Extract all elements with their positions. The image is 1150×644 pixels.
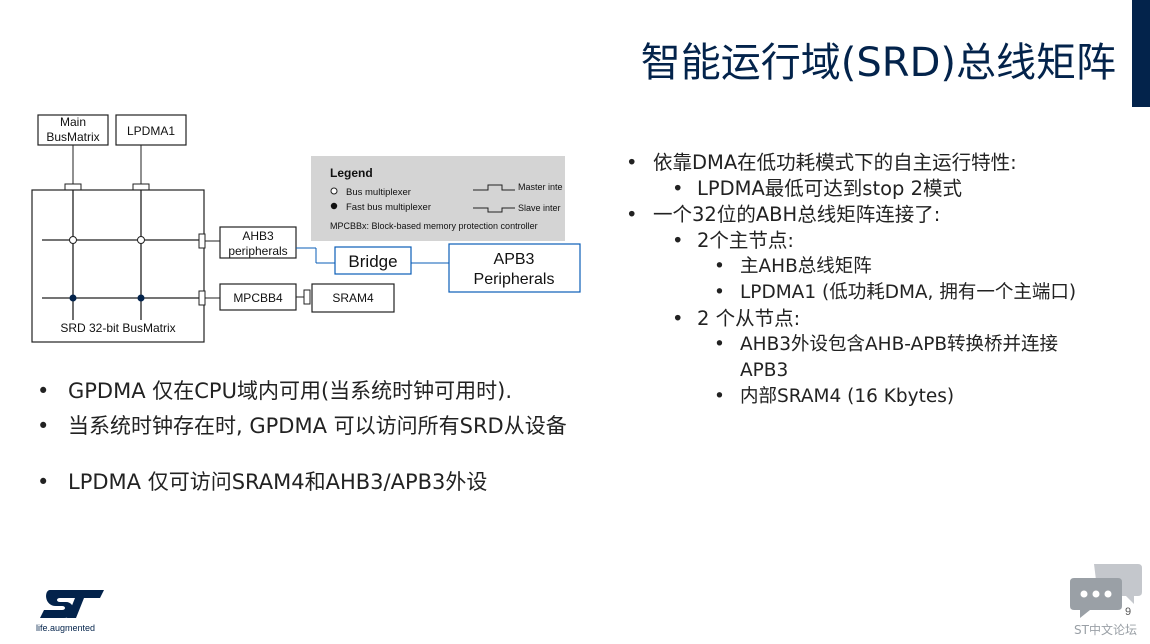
- srd-busmatrix-diagram: Main BusMatrix LPDMA1 SRD 32-bit BusMatr…: [0, 110, 600, 350]
- bullet-item: 2个主节点:: [626, 228, 1076, 254]
- srd-busmatrix-box: [31, 189, 205, 343]
- bullet-item: 2 个从节点:: [626, 306, 1076, 332]
- watermark-text: ST中文论坛: [1074, 623, 1137, 637]
- slave-port-mpcbb4: [198, 290, 206, 306]
- fast-bus-mux-node: [137, 294, 145, 302]
- accent-bar: [1132, 0, 1150, 107]
- apb3-label-2: Peripherals: [474, 271, 555, 288]
- slave-port-ahb3: [198, 233, 206, 249]
- tagline: life.augmented: [36, 623, 96, 633]
- right-bullet-list: 依靠DMA在低功耗模式下的自主运行特性: LPDMA最低可达到stop 2模式 …: [626, 150, 1076, 410]
- slide-title: 智能运行域(SRD)总线矩阵: [640, 40, 1116, 86]
- master-port-2: [132, 183, 150, 191]
- ahb3-label-1: AHB3: [242, 229, 274, 243]
- slave-port-sram4: [303, 289, 311, 305]
- bridge-box: [334, 246, 412, 275]
- bridge-label: Bridge: [348, 252, 397, 271]
- bullet-item: LPDMA 仅可访问SRAM4和AHB3/APB3外设: [37, 465, 567, 500]
- legend-panel: [311, 156, 565, 241]
- mpcbb4-label: MPCBB4: [233, 291, 283, 305]
- srd-busmatrix-label: SRD 32-bit BusMatrix: [60, 321, 175, 335]
- bullet-item: GPDMA 仅在CPU域内可用(当系统时钟可用时).: [37, 374, 567, 409]
- apb3-label-1: APB3: [494, 251, 535, 268]
- bullet-item: LPDMA1 (低功耗DMA, 拥有一个主端口): [626, 280, 1076, 306]
- bullet-item: 主AHB总线矩阵: [626, 254, 1076, 280]
- legend-master-port-icon: [473, 184, 515, 191]
- page-number: 9: [1125, 606, 1132, 618]
- apb3-peripherals-box: [448, 243, 581, 293]
- ahb3-peripherals-box: [219, 226, 297, 259]
- bus-mux-node: [137, 236, 145, 244]
- lpdma1-box: [115, 114, 187, 146]
- lpdma1-label: LPDMA1: [127, 124, 175, 138]
- fast-bus-mux-node: [69, 294, 77, 302]
- legend-master-interface: Master inte: [518, 182, 563, 192]
- legend-fast-bus-mux: Fast bus multiplexer: [346, 202, 431, 213]
- master-port-1: [64, 183, 82, 191]
- sram4-label: SRAM4: [332, 291, 374, 305]
- legend-slave-interface: Slave inter: [518, 203, 561, 213]
- legend-bus-mux: Bus multiplexer: [346, 187, 411, 198]
- legend-open-circle-icon: [330, 187, 338, 195]
- main-busmatrix-label-1: Main: [60, 115, 86, 129]
- chat-bubble-icon: [1070, 564, 1142, 618]
- legend-filled-circle-icon: [330, 202, 338, 210]
- bullet-item: 依靠DMA在低功耗模式下的自主运行特性:: [626, 150, 1076, 176]
- bullet-item: 内部SRAM4 (16 Kbytes): [626, 384, 1076, 410]
- legend-mpcbbx: MPCBBx: Block-based memory protection co…: [330, 221, 538, 231]
- left-bullet-list: GPDMA 仅在CPU域内可用(当系统时钟可用时). 当系统时钟存在时, GPD…: [37, 374, 567, 500]
- legend-slave-port-icon: [473, 207, 515, 213]
- bullet-item: AHB3外设包含AHB-APB转换桥并连接: [626, 332, 1076, 358]
- st-logo-icon: [40, 590, 104, 618]
- bullet-item: LPDMA最低可达到stop 2模式: [626, 176, 1076, 202]
- bullet-item-continuation: APB3: [740, 360, 789, 381]
- legend-title: Legend: [330, 166, 373, 180]
- bullet-item: 当系统时钟存在时, GPDMA 可以访问所有SRD从设备: [37, 409, 567, 444]
- sram4-box: [311, 283, 395, 313]
- bullet-item: 一个32位的ABH总线矩阵连接了:: [626, 202, 1076, 228]
- main-busmatrix-box: [37, 114, 109, 146]
- ahb3-label-2: peripherals: [228, 244, 287, 258]
- main-busmatrix-label-2: BusMatrix: [46, 130, 99, 144]
- bus-mux-node: [69, 236, 77, 244]
